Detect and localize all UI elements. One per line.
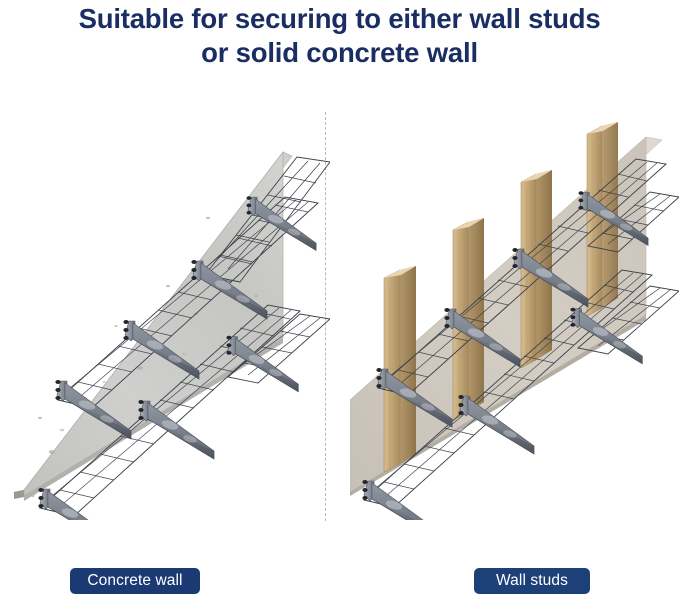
shelf-bracket xyxy=(362,191,649,520)
badge-concrete-wall-label: Concrete wall xyxy=(87,572,183,589)
page-title-line-2: or solid concrete wall xyxy=(201,37,478,68)
badge-wall-studs: Wall studs xyxy=(474,568,590,594)
wire-shelf-lower-main xyxy=(363,269,654,508)
panel-divider xyxy=(325,112,326,521)
concrete-wall-illustration xyxy=(0,100,330,520)
wall-studs-illustration xyxy=(350,100,679,520)
page-title: Suitable for securing to either wall stu… xyxy=(0,2,679,70)
badge-wall-studs-label: Wall studs xyxy=(496,572,568,589)
wall-stud xyxy=(383,122,618,473)
page-title-line-1: Suitable for securing to either wall stu… xyxy=(78,3,601,34)
badge-concrete-wall: Concrete wall xyxy=(70,568,200,594)
shelf-bracket xyxy=(38,196,317,520)
